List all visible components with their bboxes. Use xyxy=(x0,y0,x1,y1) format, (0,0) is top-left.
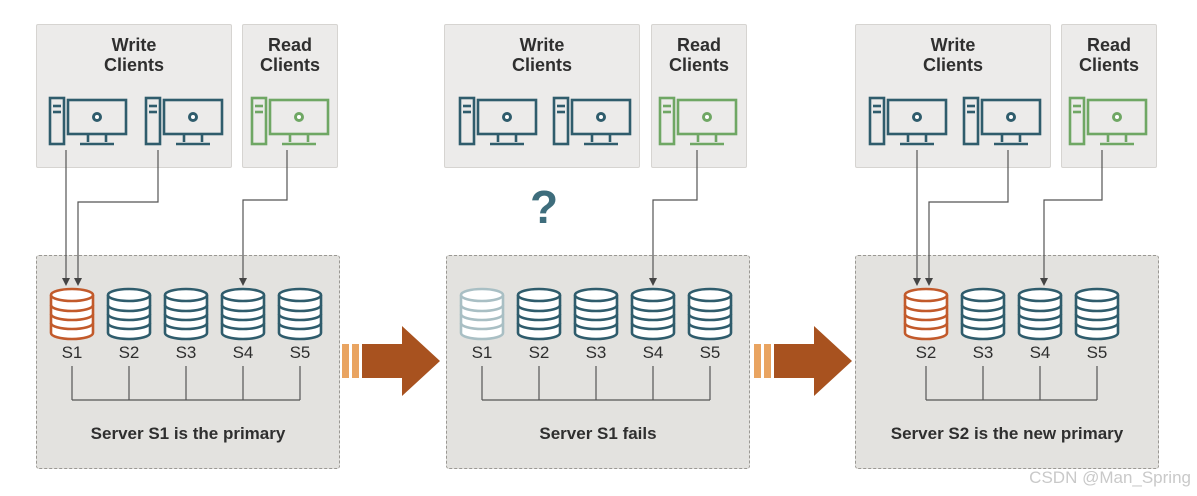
desktop-computer-gear-icon xyxy=(250,96,330,146)
database-cylinder-icon xyxy=(630,287,676,341)
database-cylinder-icon xyxy=(106,287,152,341)
write-clients-label: Write Clients xyxy=(103,35,164,75)
database-cylinder-icon xyxy=(960,287,1006,341)
server-label: S4 xyxy=(232,343,254,362)
right-arrow-icon xyxy=(342,326,440,396)
database-cylinder-icon xyxy=(163,287,209,341)
read-clients-label: Read Clients xyxy=(259,35,320,75)
desktop-computer-gear-icon xyxy=(144,96,224,146)
desktop-computer-gear-icon xyxy=(658,96,738,146)
read-clients-label: Read Clients xyxy=(1078,35,1139,75)
database-cylinder-icon xyxy=(277,287,323,341)
server-label: S5 xyxy=(289,343,311,362)
server-label: S2 xyxy=(915,343,937,362)
database-cylinder-icon xyxy=(1017,287,1063,341)
server-label: S1 xyxy=(471,343,493,362)
database-cylinder-icon xyxy=(903,287,949,341)
database-cylinder-icon xyxy=(459,287,505,341)
server-label: S3 xyxy=(175,343,197,362)
right-arrow-icon xyxy=(754,326,852,396)
cluster-caption: Server S1 is the primary xyxy=(90,424,286,443)
database-cylinder-icon xyxy=(220,287,266,341)
server-label: S3 xyxy=(585,343,607,362)
read-clients-label: Read Clients xyxy=(668,35,729,75)
server-label: S5 xyxy=(1086,343,1108,362)
server-label: S5 xyxy=(699,343,721,362)
database-cylinder-icon xyxy=(687,287,733,341)
write-clients-label: Write Clients xyxy=(511,35,572,75)
desktop-computer-gear-icon xyxy=(552,96,632,146)
question-mark-icon: ? xyxy=(530,181,559,233)
server-label: S3 xyxy=(972,343,994,362)
desktop-computer-gear-icon xyxy=(962,96,1042,146)
desktop-computer-gear-icon xyxy=(48,96,128,146)
server-label: S2 xyxy=(118,343,140,362)
cluster-caption: Server S1 fails xyxy=(539,424,657,443)
write-clients-box-1: Write Clients xyxy=(36,24,232,168)
server-label: S2 xyxy=(528,343,550,362)
write-clients-label: Write Clients xyxy=(922,35,983,75)
database-cylinder-icon xyxy=(1074,287,1120,341)
database-cylinder-icon xyxy=(516,287,562,341)
cluster-caption: Server S2 is the new primary xyxy=(890,424,1124,443)
desktop-computer-gear-icon xyxy=(1068,96,1148,146)
desktop-computer-gear-icon xyxy=(868,96,948,146)
database-cylinder-icon xyxy=(49,287,95,341)
database-cylinder-icon xyxy=(573,287,619,341)
server-label: S4 xyxy=(1029,343,1051,362)
server-label: S4 xyxy=(642,343,664,362)
desktop-computer-gear-icon xyxy=(458,96,538,146)
watermark: CSDN @Man_Spring xyxy=(1029,468,1191,487)
server-label: S1 xyxy=(61,343,83,362)
